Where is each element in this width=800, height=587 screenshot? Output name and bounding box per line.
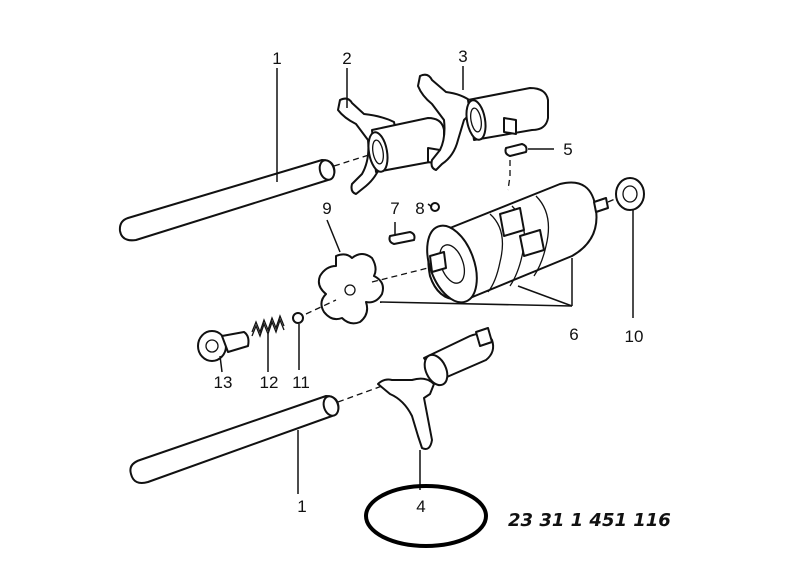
spring-12 xyxy=(251,314,285,338)
label-10: 10 xyxy=(625,327,644,346)
label-5: 5 xyxy=(563,140,572,159)
shift-fork-3 xyxy=(417,73,549,171)
shift-drum xyxy=(426,181,623,304)
ball-11 xyxy=(292,312,304,324)
label-13: 13 xyxy=(214,373,233,392)
shift-rod-top xyxy=(118,153,373,242)
label-11: 11 xyxy=(292,373,310,392)
label-4: 4 xyxy=(416,497,425,516)
highlight-circle xyxy=(364,484,488,548)
label-9: 9 xyxy=(322,199,331,218)
bolt-13 xyxy=(197,330,250,362)
shift-fork-2 xyxy=(337,97,445,195)
shift-rod-bottom xyxy=(129,385,383,484)
part-labels: 1 2 3 5 9 7 8 6 10 13 12 11 1 4 xyxy=(214,47,644,516)
part-number: 23 31 1 451 116 xyxy=(508,510,671,531)
pin-7 xyxy=(388,231,416,245)
label-1-top: 1 xyxy=(272,49,281,68)
ball-8 xyxy=(430,202,440,212)
label-12: 12 xyxy=(260,373,279,392)
label-6: 6 xyxy=(569,325,578,344)
shift-fork-4 xyxy=(377,327,495,450)
detent-plate-9 xyxy=(317,253,429,325)
label-2: 2 xyxy=(342,49,351,68)
leader-lines xyxy=(219,66,634,494)
bearing-10 xyxy=(615,177,645,211)
label-1-bottom: 1 xyxy=(297,497,306,516)
label-8: 8 xyxy=(415,199,424,218)
pin-5 xyxy=(504,143,528,191)
label-3: 3 xyxy=(458,47,467,66)
label-7: 7 xyxy=(390,199,399,218)
